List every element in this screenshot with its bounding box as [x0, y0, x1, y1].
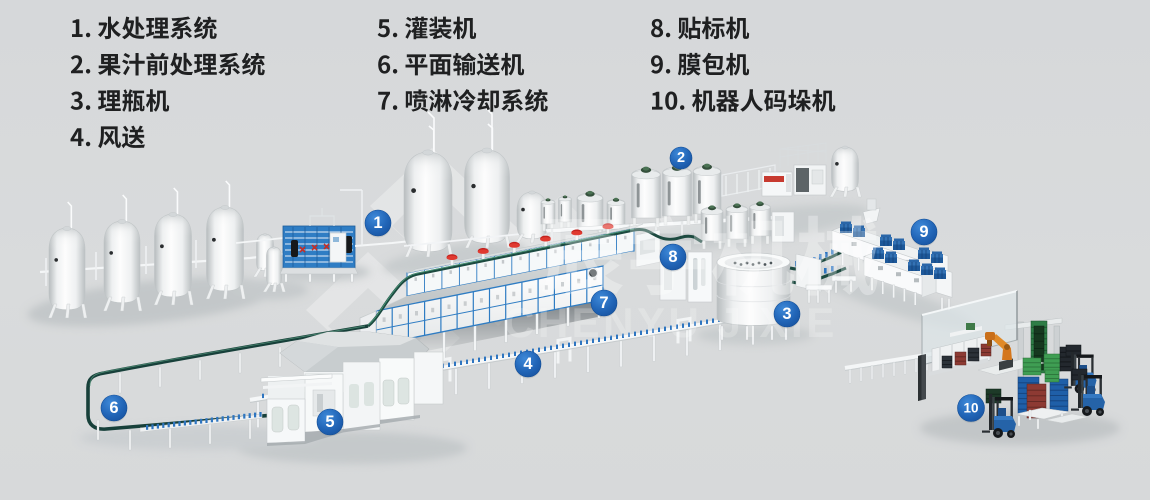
svg-text:4: 4: [523, 355, 533, 373]
svg-text:1: 1: [373, 214, 382, 232]
svg-text:7: 7: [599, 294, 608, 312]
svg-text:9: 9: [919, 223, 928, 241]
svg-text:3: 3: [782, 305, 791, 323]
svg-text:5: 5: [325, 413, 334, 431]
svg-text:10: 10: [963, 401, 978, 416]
svg-text:6: 6: [109, 399, 118, 417]
svg-text:2: 2: [677, 150, 685, 166]
svg-text:8: 8: [668, 248, 677, 266]
